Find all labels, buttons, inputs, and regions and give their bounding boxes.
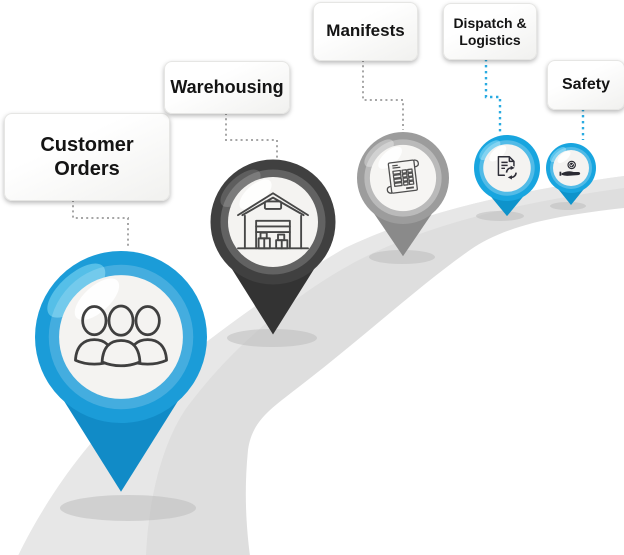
pin-warehousing bbox=[210, 159, 336, 335]
stage-label-text: Customer Orders bbox=[40, 134, 134, 180]
manifest-scroll-icon bbox=[386, 159, 419, 194]
inner-gloss bbox=[239, 179, 272, 210]
stage-label-warehousing: Warehousing bbox=[164, 61, 290, 114]
stage-label-text: Warehousing bbox=[170, 76, 284, 97]
warehouse-icon bbox=[237, 192, 309, 250]
pin-shadow bbox=[369, 250, 435, 264]
people-group-icon bbox=[74, 304, 168, 368]
pin-manifests bbox=[357, 132, 449, 257]
pin-gloss bbox=[479, 140, 501, 161]
document-sync-icon bbox=[497, 156, 519, 180]
stage-label-customer-orders: Customer Orders bbox=[4, 113, 170, 201]
pin-shadow bbox=[227, 329, 317, 347]
pin-safety bbox=[546, 143, 596, 205]
pin-gloss bbox=[220, 169, 261, 207]
inner-gloss bbox=[378, 146, 402, 169]
pin-gloss bbox=[47, 263, 106, 318]
stage-label-safety: Safety bbox=[547, 60, 624, 110]
stage-label-text: Dispatch & Logistics bbox=[453, 14, 527, 48]
connector-dispatch-logistics bbox=[484, 59, 502, 133]
pin-gloss bbox=[364, 139, 394, 167]
inner-gloss bbox=[557, 150, 571, 164]
road-highlight bbox=[18, 176, 624, 555]
connector-manifests bbox=[362, 60, 404, 130]
connector-warehousing bbox=[225, 113, 278, 158]
pin-shadow bbox=[476, 211, 524, 221]
pin-dispatch-logistics bbox=[474, 135, 540, 217]
pin-customer-orders bbox=[35, 251, 207, 492]
road bbox=[18, 176, 624, 555]
pin-shadow bbox=[60, 495, 196, 521]
stage-label-text: Manifests bbox=[326, 21, 405, 41]
pin-shadow bbox=[550, 202, 586, 210]
pin-inner-circle bbox=[228, 177, 318, 267]
pin-inner-circle bbox=[59, 275, 183, 399]
hand-shield-icon bbox=[559, 160, 581, 176]
stage-label-dispatch-logistics: Dispatch & Logistics bbox=[443, 3, 537, 60]
stage-label-manifests: Manifests bbox=[313, 2, 418, 61]
pin-gloss bbox=[549, 147, 567, 162]
stage-label-text: Safety bbox=[561, 76, 611, 94]
inner-gloss bbox=[489, 145, 507, 162]
connector-customer-orders bbox=[72, 200, 129, 247]
